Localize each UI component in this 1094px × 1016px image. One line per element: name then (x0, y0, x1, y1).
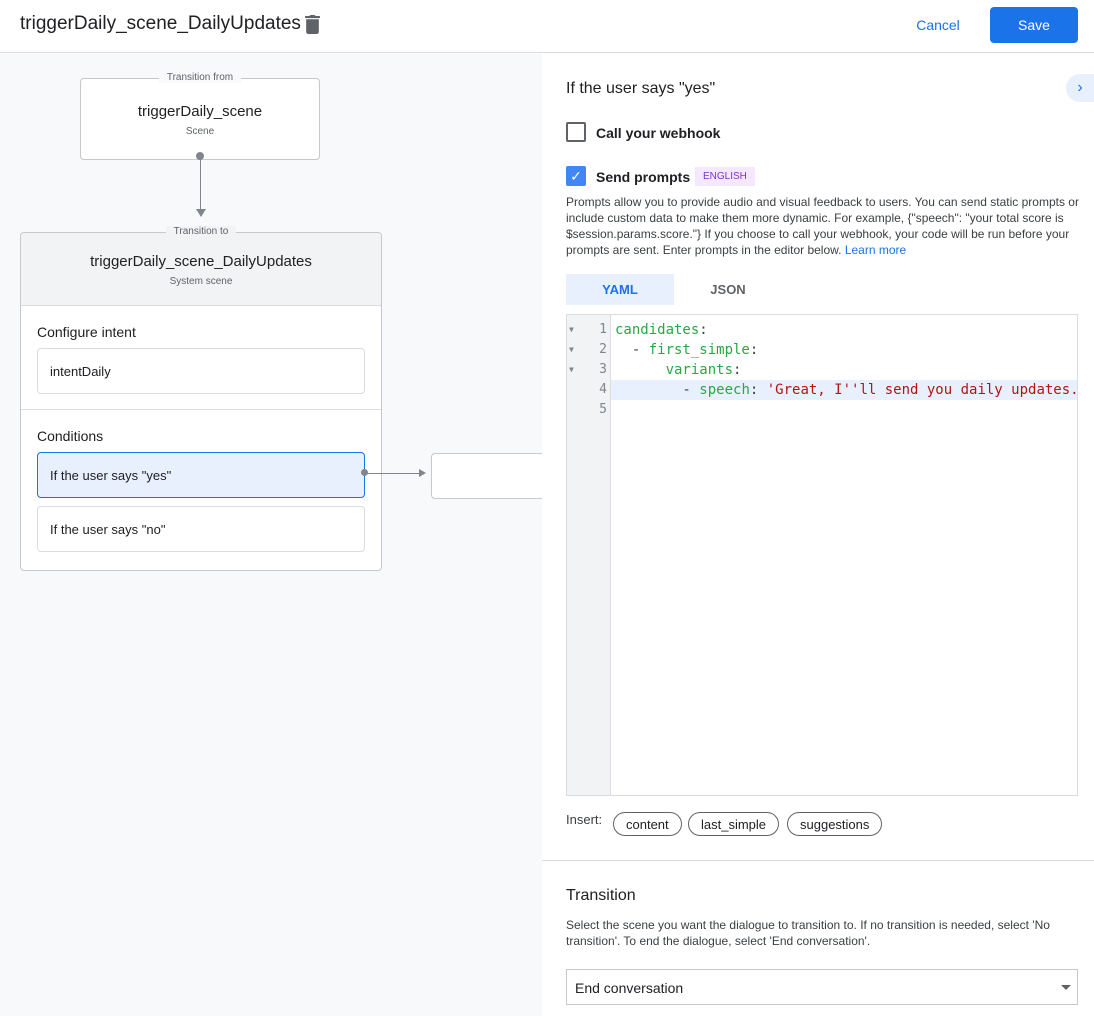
connector-line (200, 158, 201, 212)
connector-dot (361, 469, 368, 476)
transition-from-node[interactable]: Transition from triggerDaily_scene Scene (80, 72, 320, 160)
check-icon: ✓ (570, 168, 582, 184)
prompts-description: Prompts allow you to provide audio and v… (566, 194, 1086, 258)
code-line: variants: (665, 362, 742, 378)
from-scene-name: triggerDaily_scene (137, 103, 263, 120)
save-button[interactable]: Save (990, 7, 1078, 43)
page-title: triggerDaily_scene_DailyUpdates (20, 13, 301, 34)
fold-icon[interactable]: ▼ (569, 325, 574, 334)
language-badge: ENGLISH (695, 167, 755, 186)
transition-value: End conversation (575, 980, 684, 996)
target-node[interactable] (431, 453, 542, 499)
tab-json[interactable]: JSON (710, 282, 746, 297)
webhook-label: Call your webhook (596, 125, 721, 141)
send-prompts-checkbox[interactable]: ✓ (566, 166, 586, 186)
detail-panel: › If the user says "yes" Call your webho… (542, 54, 1094, 1016)
arrow-down-icon (196, 209, 206, 217)
learn-more-link[interactable]: Learn more (844, 243, 907, 257)
chevron-right-icon[interactable]: › (1066, 74, 1094, 102)
conditions-section: Conditions If the user says "yes" If the… (21, 410, 381, 552)
line-number: 4 (599, 382, 607, 397)
transition-from-legend: Transition from (158, 72, 242, 83)
connector-line (365, 473, 420, 474)
send-prompts-label: Send prompts (596, 169, 691, 185)
condition-no[interactable]: If the user says "no" (37, 506, 365, 552)
line-number: 2 (599, 342, 607, 357)
conditions-title: Conditions (37, 428, 104, 444)
panel-heading: If the user says "yes" (566, 80, 716, 97)
transition-to-node: Transition to triggerDaily_scene_DailyUp… (20, 226, 382, 571)
configure-intent-section: Configure intent intentDaily (21, 306, 381, 410)
format-tabs: YAML JSON (566, 274, 866, 305)
condition-yes[interactable]: If the user says "yes" (37, 452, 365, 498)
code-line: - first_simple: (615, 342, 759, 358)
fold-icon[interactable]: ▼ (569, 365, 574, 374)
description-text: Prompts allow you to provide audio and v… (566, 195, 1079, 257)
code-editor[interactable]: ▼ 1 ▼ 2 ▼ 3 4 5 candidates: - first_simple:… (566, 314, 1078, 796)
from-scene-type: Scene (185, 126, 215, 137)
code-line: candidates: (615, 322, 708, 338)
scene-canvas: Transition from triggerDaily_scene Scene… (0, 54, 542, 1016)
insert-last-simple-chip[interactable]: last_simple (688, 812, 780, 836)
line-number: 3 (599, 362, 607, 377)
to-scene-type: System scene (169, 276, 233, 287)
webhook-checkbox[interactable] (566, 122, 586, 142)
transition-description: Select the scene you want the dialogue t… (566, 918, 1050, 948)
dropdown-arrow-icon (1061, 985, 1071, 990)
intent-item[interactable]: intentDaily (37, 348, 365, 394)
transition-title: Transition (566, 887, 636, 904)
insert-label: Insert: (566, 812, 603, 827)
top-bar: triggerDaily_scene_DailyUpdates Cancel S… (0, 0, 1094, 53)
delete-icon[interactable] (305, 15, 320, 34)
line-number: 5 (599, 402, 607, 417)
to-scene-name: triggerDaily_scene_DailyUpdates (90, 253, 312, 270)
cancel-button[interactable]: Cancel (900, 8, 976, 42)
code-line: - speech: 'Great, I''ll send you daily u… (611, 380, 1077, 400)
insert-suggestions-chip[interactable]: suggestions (787, 812, 883, 836)
insert-content-chip[interactable]: content (613, 812, 682, 836)
editor-gutter: ▼ 1 ▼ 2 ▼ 3 4 5 (567, 315, 611, 795)
arrow-right-icon (419, 469, 426, 477)
fold-icon[interactable]: ▼ (569, 345, 574, 354)
divider (542, 860, 1094, 861)
transition-select[interactable]: End conversation (566, 969, 1078, 1005)
line-number: 1 (599, 322, 607, 337)
configure-intent-title: Configure intent (37, 324, 136, 340)
connector-dot (196, 152, 204, 160)
transition-to-legend: Transition to (165, 226, 237, 237)
tab-yaml[interactable]: YAML (566, 274, 674, 305)
